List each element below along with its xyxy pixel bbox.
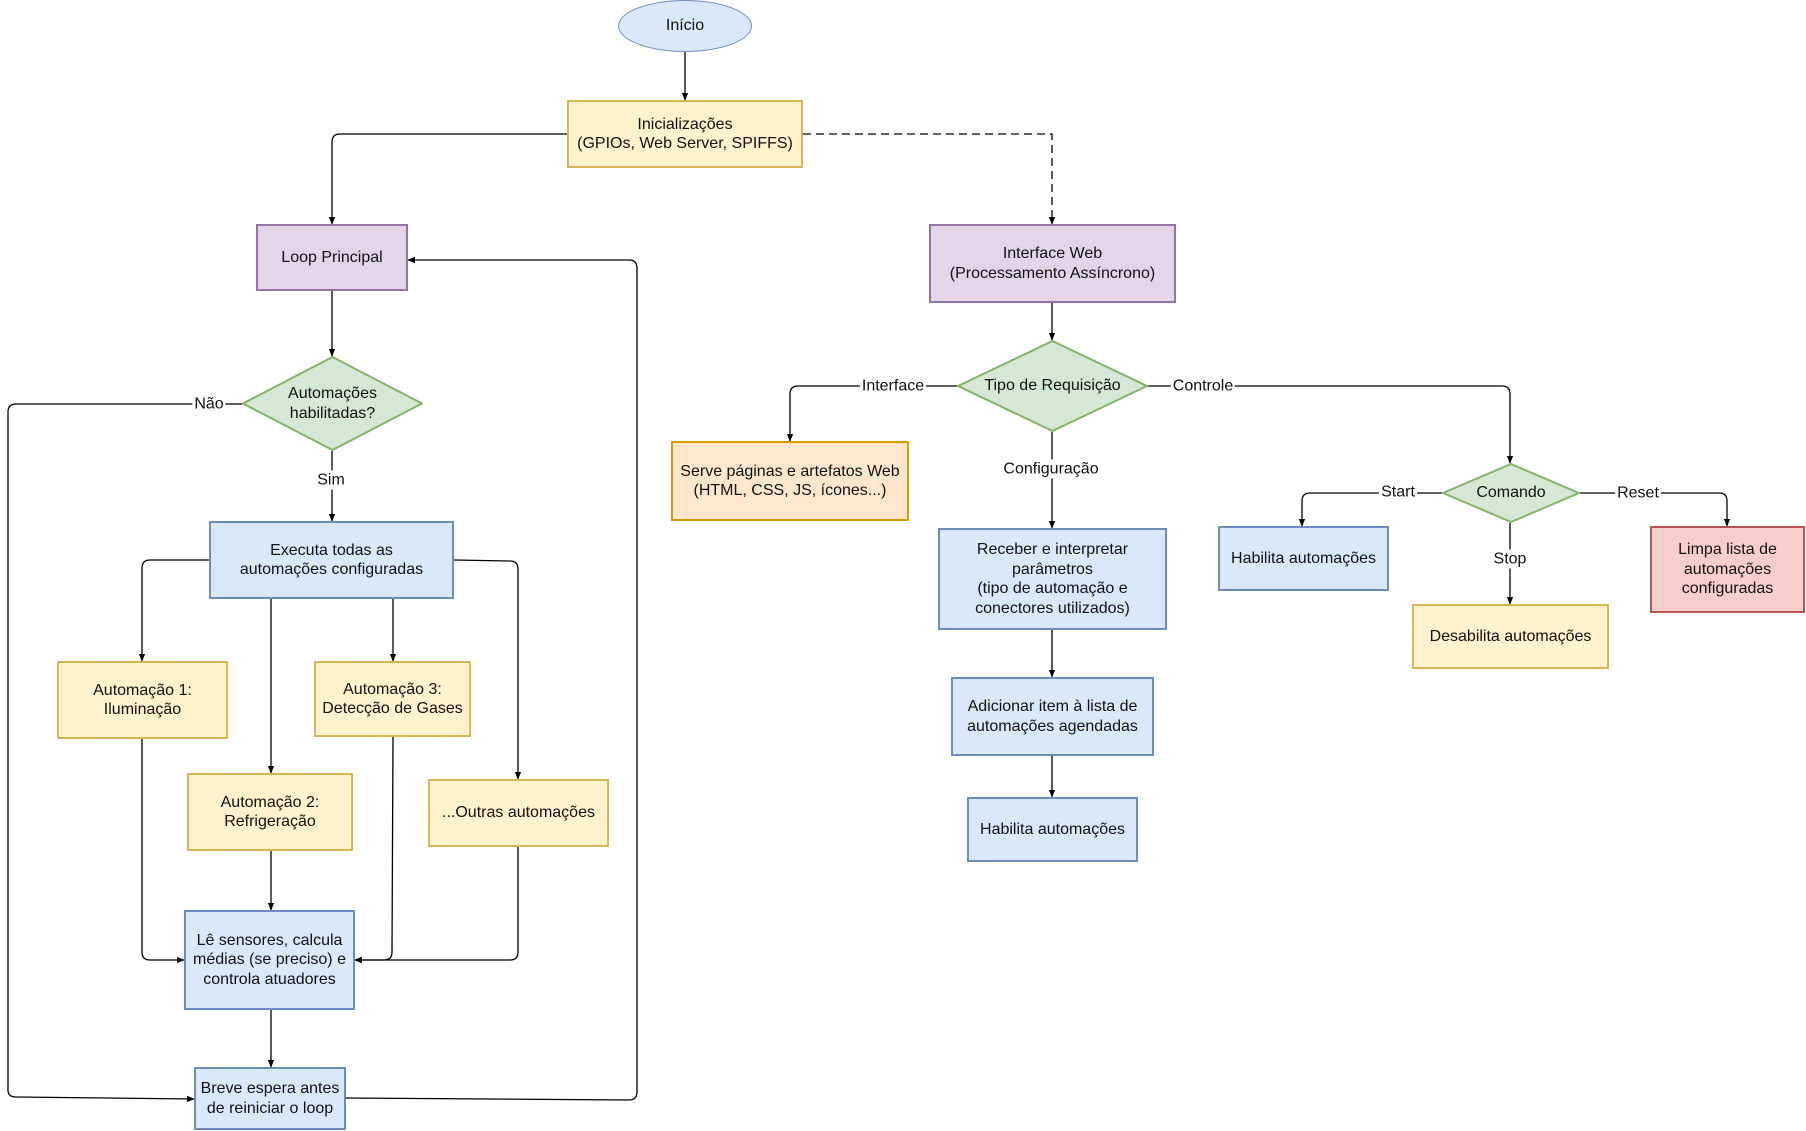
edge-executa-to-auto1: [138, 559, 209, 662]
receive-parameters-label: Receber e interpretar parâmetros (tipo d…: [975, 541, 1130, 617]
edge-espera-to-loop: [345, 256, 638, 1101]
automation-1-box: Automação 1: Iluminação: [57, 661, 228, 739]
automation-2-label: Automação 2: Refrigeração: [220, 793, 320, 831]
serve-pages-label: Serve páginas e artefatos Web (HTML, CSS…: [680, 462, 900, 500]
add-item-box: Adicionar item à lista de automações age…: [951, 677, 1154, 756]
disable-automations-label: Desabilita automações: [1429, 627, 1592, 645]
read-sensors-label: Lê sensores, calcula médias (se preciso)…: [193, 931, 346, 988]
edge-auto3-to-le-sensores: [354, 736, 394, 964]
initializations-box: Inicializações (GPIOs, Web Server, SPIFF…: [567, 100, 803, 168]
automation-2-box: Automação 2: Refrigeração: [187, 773, 353, 851]
execute-all-box: Executa todas as automações configuradas: [209, 521, 454, 599]
edge-outras-to-le-sensores: [354, 847, 519, 964]
command-label: Comando: [1476, 484, 1546, 502]
edge-inicializacoes-to-loop: [328, 133, 567, 225]
request-type-decision: Tipo de Requisição: [957, 340, 1148, 432]
edge-label-nao: Não: [192, 394, 226, 414]
execute-all-label: Executa todas as automações configuradas: [239, 541, 424, 579]
main-loop-box: Loop Principal: [256, 224, 408, 291]
clear-list-box: Limpa lista de automações configuradas: [1650, 526, 1805, 613]
edge-label-stop: Stop: [1491, 549, 1529, 569]
brief-wait-box: Breve espera antes de reiniciar o loop: [194, 1067, 346, 1130]
enable-automations-config-label: Habilita automações: [980, 820, 1125, 838]
edge-label-sim: Sim: [315, 470, 347, 490]
other-automations-box: ...Outras automações: [428, 779, 609, 847]
diamond-shape: [242, 356, 423, 451]
diamond-shape: [957, 340, 1148, 432]
add-item-label: Adicionar item à lista de automações age…: [967, 698, 1138, 735]
read-sensors-box: Lê sensores, calcula médias (se preciso)…: [184, 910, 355, 1010]
web-interface-box: Interface Web (Processamento Assíncrono): [929, 224, 1176, 303]
other-automations-label: ...Outras automações: [442, 804, 595, 822]
edge-label-configuracao: Configuração: [1001, 459, 1101, 479]
automations-enabled-label: Automações habilitadas?: [288, 385, 377, 422]
automation-3-box: Automação 3: Detecção de Gases: [314, 661, 471, 737]
automation-1-label: Automação 1: Iluminação: [93, 681, 192, 719]
web-interface-label: Interface Web (Processamento Assíncrono): [949, 245, 1156, 282]
brief-wait-label: Breve espera antes de reiniciar o loop: [200, 1080, 340, 1117]
start-node: Início: [618, 0, 752, 52]
edge-label-interface: Interface: [859, 376, 927, 396]
edge-tipo-interface-to-serve: [786, 385, 957, 442]
edge-comando-reset-to-limpa: [1580, 492, 1731, 527]
edge-label-controle: Controle: [1170, 376, 1236, 396]
disable-automations-box: Desabilita automações: [1412, 604, 1609, 669]
enable-automations-config-box: Habilita automações: [967, 797, 1138, 862]
edge-decision-nao-to-espera: [7, 403, 242, 1103]
edge-executa-to-outras: [453, 559, 522, 780]
edge-tipo-controle-to-comando: [1148, 385, 1514, 464]
clear-list-label: Limpa lista de automações configuradas: [1678, 541, 1777, 598]
diamond-shape: [1442, 463, 1580, 523]
edge-label-reset: Reset: [1615, 483, 1661, 503]
command-decision: Comando: [1442, 463, 1580, 523]
request-type-label: Tipo de Requisição: [984, 377, 1121, 395]
serve-pages-box: Serve páginas e artefatos Web (HTML, CSS…: [671, 441, 909, 521]
edge-inicializacoes-to-interface-web: [803, 133, 1056, 225]
receive-parameters-box: Receber e interpretar parâmetros (tipo d…: [938, 528, 1167, 630]
automations-enabled-decision: Automações habilitadas?: [242, 356, 423, 451]
initializations-label: Inicializações (GPIOs, Web Server, SPIFF…: [577, 115, 793, 153]
start-node-label: Início: [665, 17, 705, 35]
edge-label-start: Start: [1379, 482, 1417, 502]
edge-auto1-to-le-sensores: [141, 739, 185, 964]
enable-automations-start-label: Habilita automações: [1231, 549, 1376, 567]
automation-3-label: Automação 3: Detecção de Gases: [322, 680, 463, 718]
enable-automations-start-box: Habilita automações: [1218, 526, 1389, 591]
edge-comando-start-to-habilita: [1298, 492, 1442, 527]
main-loop-label: Loop Principal: [281, 248, 383, 266]
